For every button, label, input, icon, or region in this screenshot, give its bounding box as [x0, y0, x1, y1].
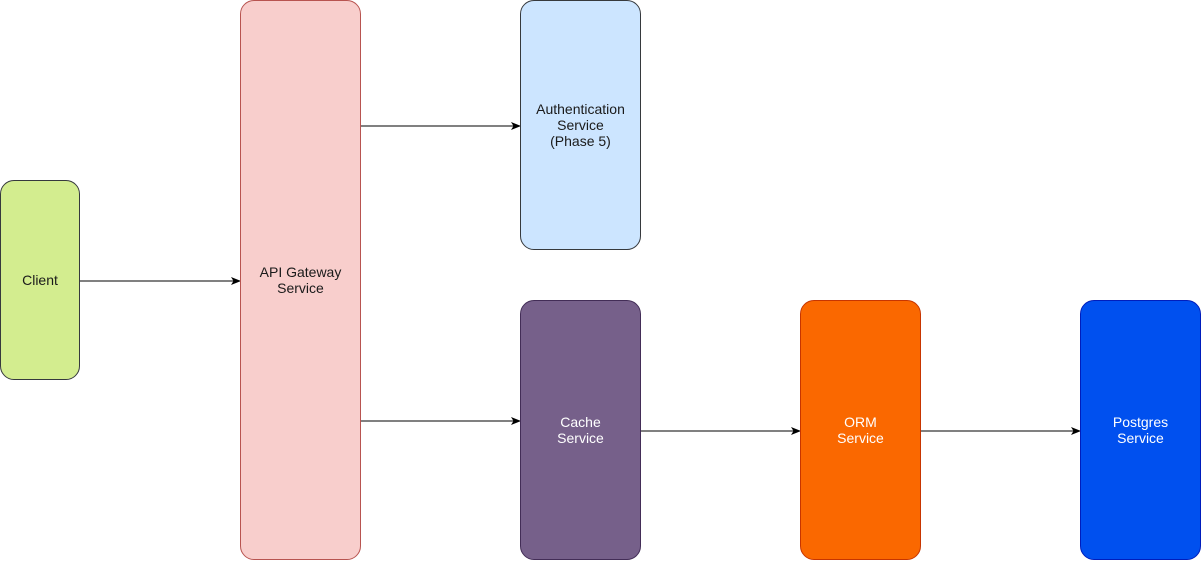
cache-service-node[interactable]: Cache Service [520, 300, 641, 560]
authentication-service-node[interactable]: Authentication Service (Phase 5) [520, 0, 641, 250]
authentication-service-label: Authentication Service (Phase 5) [536, 101, 625, 149]
postgres-service-node[interactable]: Postgres Service [1080, 300, 1201, 560]
cache-service-label: Cache Service [557, 414, 604, 446]
client-node[interactable]: Client [0, 180, 80, 380]
orm-service-label: ORM Service [837, 414, 884, 446]
client-label: Client [22, 272, 58, 288]
orm-service-node[interactable]: ORM Service [800, 300, 921, 560]
api-gateway-label: API Gateway Service [259, 264, 342, 296]
postgres-service-label: Postgres Service [1112, 414, 1169, 446]
api-gateway-node[interactable]: API Gateway Service [240, 0, 361, 560]
